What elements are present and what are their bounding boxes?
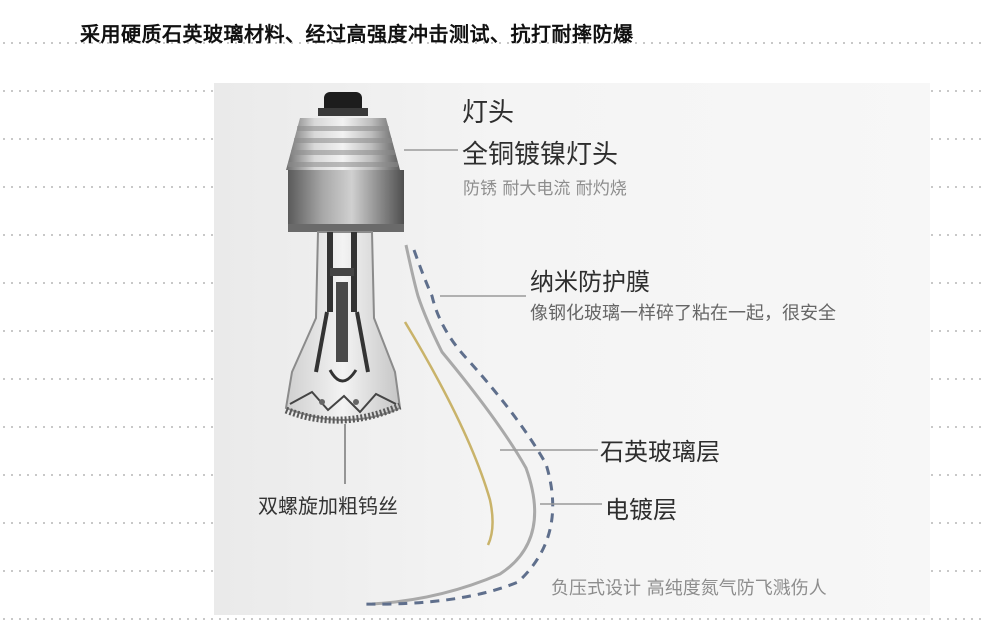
lamp-cap-collar (288, 170, 404, 232)
quartz-layer-label: 石英玻璃层 (600, 438, 720, 466)
quartz-layer-line (371, 244, 537, 606)
filament-coil (284, 390, 402, 424)
cap-sub-label: 防锈 耐大电流 耐灼烧 (463, 179, 627, 199)
lamp-cap-tip (318, 92, 368, 116)
cap-title-label: 灯头 (462, 98, 515, 128)
plating-layer-label: 电镀层 (605, 496, 677, 524)
filament-gold-line (403, 321, 494, 546)
page-heading: 采用硬质石英玻璃材料、经过高强度冲击测试、抗打耐摔防爆 (80, 22, 634, 46)
filament-label: 双螺旋加粗钨丝 (258, 494, 398, 518)
film-main-label: 纳米防护膜 (530, 268, 650, 296)
lamp-cap-thread (286, 118, 400, 170)
bottom-note-label: 负压式设计 高纯度氮气防飞溅伤人 (551, 578, 827, 599)
cap-main-label: 全铜镀镍灯头 (462, 140, 619, 170)
film-sub-label: 像钢化玻璃一样碎了粘在一起，很安全 (530, 303, 836, 324)
nano-film-dashed-line (359, 249, 555, 606)
lead-wires (314, 232, 370, 383)
